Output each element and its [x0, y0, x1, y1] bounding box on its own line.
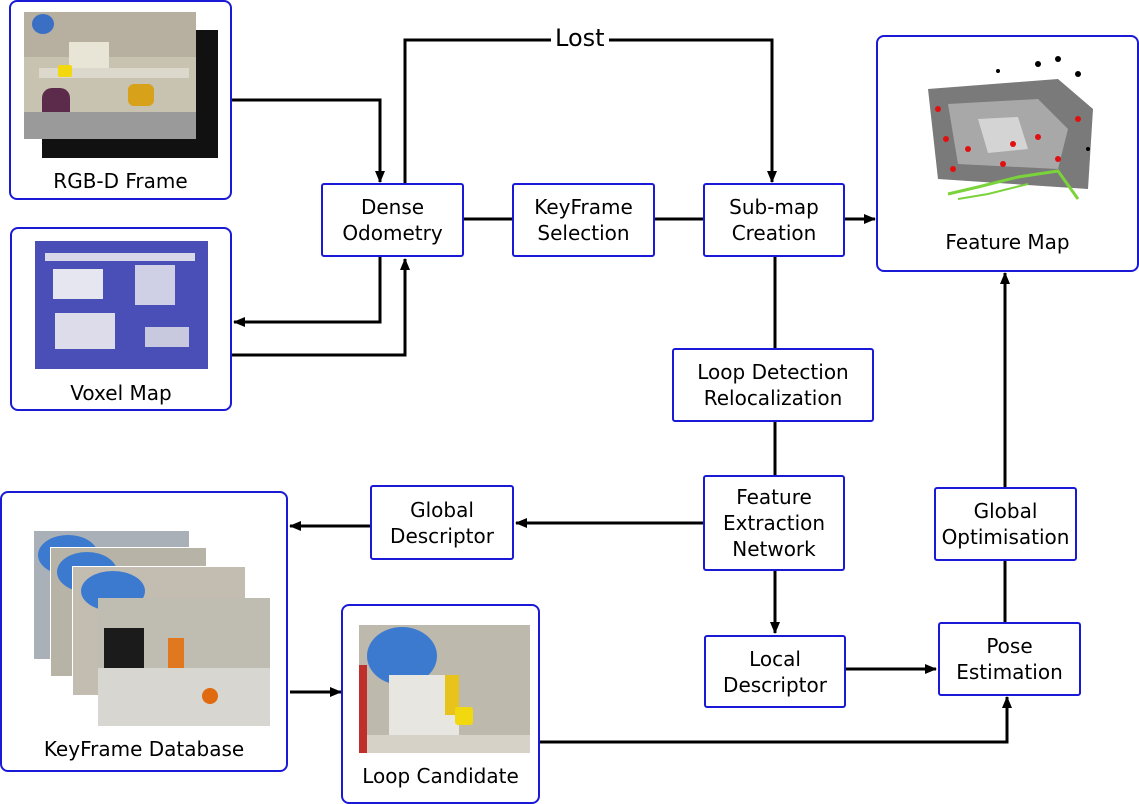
- feature-map-caption: Feature Map: [945, 230, 1070, 254]
- edge-candidate-to-pose: [540, 696, 1012, 744]
- edge-odometry-to-voxel: [233, 257, 382, 327]
- feature-map-panel: Feature Map: [876, 35, 1139, 272]
- submap-creation-node[interactable]: Sub-map Creation: [703, 183, 845, 257]
- edge-voxel-to-odometry: [232, 258, 410, 357]
- global-descriptor-node[interactable]: Global Descriptor: [370, 485, 514, 560]
- dense-odometry-label: Dense Odometry: [342, 195, 443, 245]
- dense-odometry-node[interactable]: Dense Odometry: [321, 183, 464, 257]
- rgbd-frame-caption: RGB-D Frame: [53, 169, 188, 193]
- edge-odometry-lost-submap: [403, 38, 777, 183]
- voxel-map-panel: Voxel Map: [10, 227, 232, 411]
- feature-extraction-node[interactable]: Feature Extraction Network: [703, 475, 845, 571]
- edge-rgbd-to-odometry: [232, 98, 385, 183]
- loop-candidate-caption: Loop Candidate: [362, 764, 519, 788]
- feature-extraction-label: Feature Extraction Network: [722, 485, 826, 561]
- loop-detection-node[interactable]: Loop Detection Relocalization: [672, 348, 874, 422]
- feature-map-image: [928, 56, 1093, 200]
- local-descriptor-label: Local Descriptor: [723, 646, 827, 697]
- keyframe-image-4: [98, 598, 270, 726]
- local-descriptor-node[interactable]: Local Descriptor: [704, 635, 846, 708]
- rgbd-color-image: [24, 12, 196, 139]
- global-optimisation-label: Global Optimisation: [941, 499, 1070, 549]
- loop-candidate-panel: Loop Candidate: [341, 604, 540, 804]
- rgbd-frame-panel: RGB-D Frame: [9, 0, 232, 200]
- global-optimisation-node[interactable]: Global Optimisation: [934, 487, 1077, 561]
- keyframe-selection-node[interactable]: KeyFrame Selection: [512, 183, 655, 257]
- voxel-map-image: [35, 241, 208, 369]
- global-descriptor-label: Global Descriptor: [390, 497, 494, 548]
- submap-creation-label: Sub-map Creation: [729, 195, 819, 245]
- keyframe-selection-label: KeyFrame Selection: [534, 195, 633, 245]
- loop-detection-label: Loop Detection Relocalization: [697, 360, 849, 410]
- voxel-map-caption: Voxel Map: [70, 381, 172, 405]
- loop-candidate-image: [359, 625, 530, 753]
- pose-estimation-node[interactable]: Pose Estimation: [938, 622, 1081, 696]
- keyframe-database-caption: KeyFrame Database: [43, 737, 245, 761]
- pose-estimation-label: Pose Estimation: [956, 634, 1063, 684]
- edge-label-lost: Lost: [551, 24, 609, 52]
- keyframe-database-panel: KeyFrame Database: [0, 491, 288, 772]
